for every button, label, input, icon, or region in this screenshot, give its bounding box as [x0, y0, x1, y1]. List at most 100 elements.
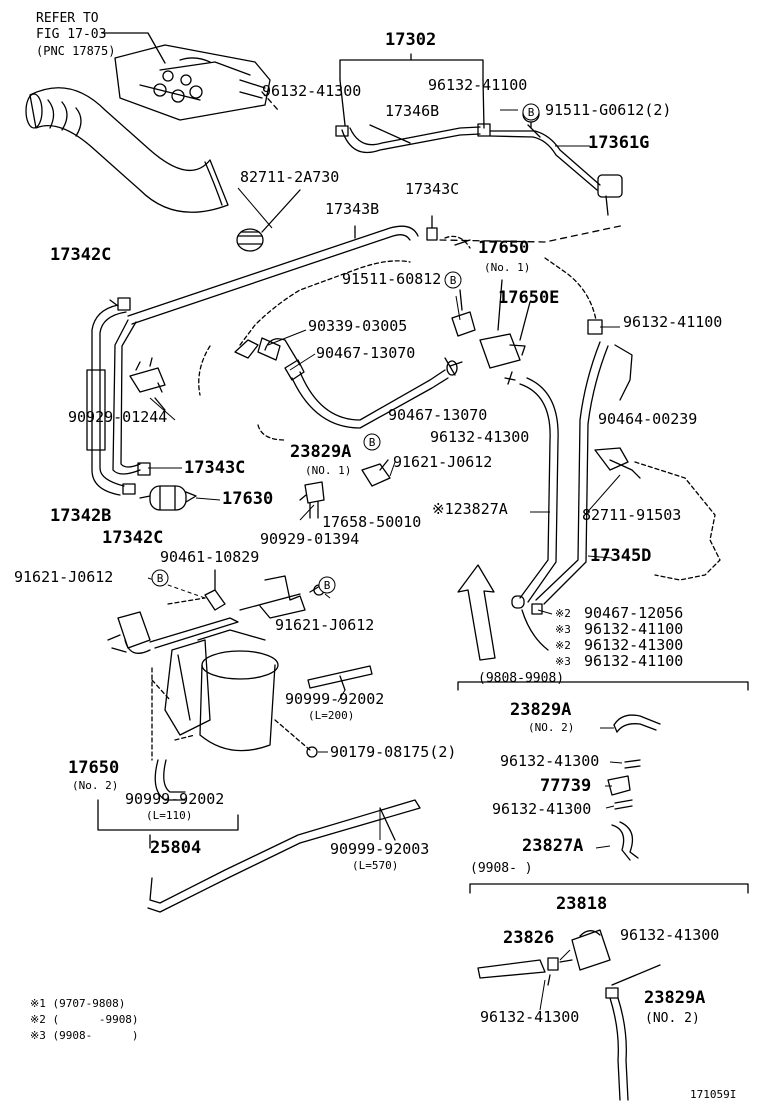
leader-lines [147, 109, 623, 1011]
inset2-label-23829a: 23829A [644, 988, 706, 1008]
mark-2-b: ※2 [555, 639, 571, 652]
bracket-17302 [339, 53, 484, 81]
label-17650-no2: 17650 [68, 758, 120, 778]
label-90999-92002-a: 90999-92002 [285, 690, 385, 708]
inset-9908 [469, 883, 749, 1101]
reference-note: REFER TO FIG 17-03 (PNC 17875) [36, 11, 115, 59]
inset2-range: (9908- ) [470, 861, 533, 876]
filter-17630 [139, 485, 197, 511]
charcoal-canister-25804 [107, 611, 279, 801]
label-90467-12056: 90467-12056 [584, 604, 684, 622]
label-25804: 25804 [150, 838, 202, 858]
inset1-label-96132-41300-b: 96132-41300 [492, 800, 592, 818]
label-17650-no1-note: (No. 1) [484, 261, 531, 274]
bracket-17650-no2 [97, 799, 239, 831]
label-17346b: 17346B [385, 102, 440, 120]
hose-90999-92002-l200 [307, 665, 373, 689]
badge-b-2: B [444, 271, 462, 289]
reference-line-3: (PNC 17875) [36, 44, 116, 58]
label-82711-2a730: 82711-2A730 [240, 168, 340, 186]
hose-90999-92003-l570 [147, 799, 421, 913]
label-17658-50010: 17658-50010 [322, 513, 422, 531]
label-17342c-lower: 17342C [102, 528, 164, 548]
pipe-17361g [489, 105, 623, 216]
label-17342b: 17342B [50, 506, 112, 526]
bracket-91621-j0612 [361, 459, 391, 487]
label-90999-92002-a-length: (L=200) [308, 709, 355, 722]
label-90929-01394: 90929-01394 [260, 530, 360, 548]
label-17650-no1: 17650 [478, 238, 530, 258]
vsv-17650-no1 [444, 279, 531, 385]
mark-3-b: ※3 [555, 655, 571, 668]
label-123827a: ※123827A [432, 500, 508, 518]
label-91621-j0612-left: 91621-J0612 [14, 568, 114, 586]
clamp-90461-10829 [167, 569, 325, 619]
label-90467-13070-lower: 90467-13070 [388, 406, 488, 424]
label-90999-92003: 90999-92003 [330, 840, 430, 858]
mark-2-a: ※2 [555, 607, 571, 620]
inset-9808-9908 [457, 681, 749, 861]
hose-17342b [86, 297, 151, 496]
label-90999-92002-b: 90999-92002 [125, 790, 225, 808]
label-17302: 17302 [385, 30, 437, 50]
label-90464-00239: 90464-00239 [598, 410, 698, 428]
inset1-label-23829a: 23829A [510, 700, 572, 720]
label-90467-13070-upper: 90467-13070 [316, 344, 416, 362]
hoses-17345d-23827a [511, 319, 641, 651]
label-17630: 17630 [222, 489, 274, 509]
inset1-label-77739: 77739 [540, 776, 592, 796]
legend-row-2: ※2 ( -9908) [30, 1013, 139, 1026]
inset1-range: (9808-9908) [478, 671, 565, 686]
svg-text:B: B [324, 579, 331, 592]
svg-text:B: B [369, 436, 376, 449]
svg-text:B: B [528, 106, 535, 119]
switch-90929-01244 [129, 357, 166, 411]
air-intake-duct [25, 44, 279, 213]
label-17342c-top: 17342C [50, 245, 112, 265]
label-96132-41300: 96132-41300 [262, 82, 362, 100]
hose-23829a-no1 [234, 260, 449, 429]
inset2-label-96132-41300-a: 96132-41300 [620, 926, 720, 944]
reference-leader [101, 32, 166, 64]
legend-row-1: ※1 (9707-9808) [30, 997, 126, 1010]
label-17343b: 17343B [325, 200, 380, 218]
svg-text:B: B [157, 572, 164, 585]
svg-text:B: B [450, 274, 457, 287]
label-96132-41100-note3b: 96132-41100 [584, 652, 684, 670]
label-23829a-no1: 23829A [290, 442, 352, 462]
mark-3-a: ※3 [555, 623, 571, 636]
inset2-label-23818: 23818 [556, 894, 608, 914]
label-91511-60812: 91511-60812 [342, 270, 442, 288]
label-96132-41300-mid: 96132-41300 [430, 428, 530, 446]
label-96132-41100-right: 96132-41100 [623, 313, 723, 331]
b-badges: B B B B B [151, 103, 540, 594]
inset1-label-96132-41300-a: 96132-41300 [500, 752, 600, 770]
badge-b-5: B [318, 576, 336, 594]
legend-row-3: ※3 (9908- ) [30, 1029, 139, 1042]
label-90999-92002-b-length: (L=110) [146, 809, 193, 822]
label-90339-03005: 90339-03005 [308, 317, 408, 335]
label-17361g: 17361G [588, 133, 650, 153]
legend: ※1 (9707-9808) ※2 ( -9908) ※3 (9908- ) [30, 996, 139, 1044]
inset2-label-23829a-note: (NO. 2) [645, 1011, 700, 1026]
label-96132-41100-note3a: 96132-41100 [584, 620, 684, 638]
inset2-label-96132-41300-b: 96132-41300 [480, 1008, 580, 1026]
label-90999-92003-length: (L=570) [352, 859, 399, 872]
reference-line-2: FIG 17-03 [36, 27, 107, 42]
cap-82711-2a730 [236, 189, 301, 252]
label-90929-01244: 90929-01244 [68, 408, 168, 426]
direction-arrow [457, 564, 496, 661]
label-91621-j0612-mid: 91621-J0612 [393, 453, 493, 471]
label-91621-j0612-right: 91621-J0612 [275, 616, 375, 634]
label-90179-08175: 90179-08175(2) [330, 743, 457, 761]
reference-line-1: REFER TO [36, 11, 99, 26]
label-96132-41100: 96132-41100 [428, 76, 528, 94]
label-17650e: 17650E [498, 288, 560, 308]
sensor-17658-50010 [299, 481, 325, 519]
badge-b-1: B [522, 103, 540, 121]
label-17343c-top: 17343C [405, 180, 460, 198]
inset1-label-23829a-note: (NO. 2) [528, 721, 575, 734]
hose-17346b [335, 123, 491, 154]
